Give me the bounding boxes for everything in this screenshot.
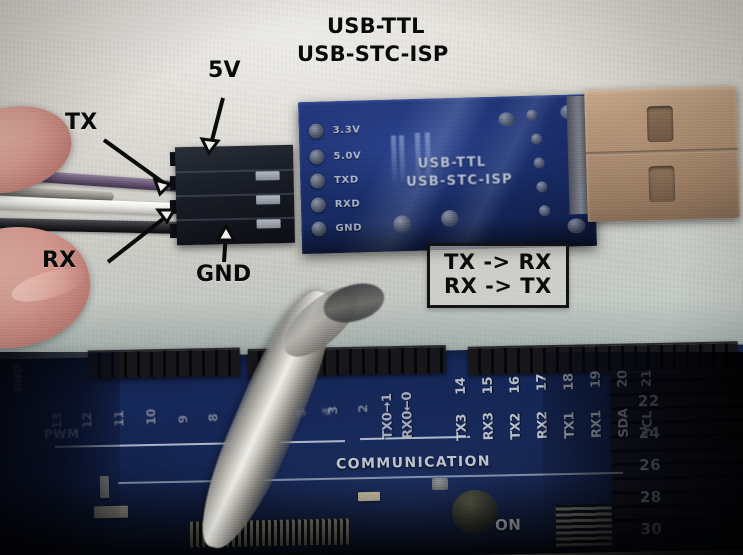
pad-label-5v: 5.0V [333, 150, 362, 163]
note-line-1: TX -> RX [444, 250, 552, 274]
pin-number: 3 [326, 406, 341, 415]
pad-label-rxd: RXD [334, 198, 361, 211]
pin-number: 10 [144, 409, 159, 426]
pin-rx0: RX0←0 [399, 391, 416, 440]
usb-notch-top [646, 105, 674, 143]
housing-window [255, 171, 280, 181]
pad-label-3v3: 3.3V [332, 124, 361, 137]
usb-shell-seam [585, 147, 738, 157]
label-tx: TX [65, 110, 98, 135]
pin-number: 9 [176, 415, 191, 424]
communication-silkscreen-label: COMMUNICATION [335, 453, 492, 473]
title-line-2: USB-STC-ISP [297, 42, 449, 66]
usb-a-connector [584, 85, 740, 223]
pin-tx3: TX3 [454, 413, 470, 441]
label-rx: RX [42, 248, 77, 273]
pin-tx3-number: 14 [453, 377, 470, 395]
pin-number: 2 [356, 404, 371, 413]
label-gnd: GND [196, 262, 252, 287]
board-silkscreen-usb-ttl: USB-TTL [417, 154, 487, 172]
pin-tx2-number: 16 [507, 376, 524, 394]
tx-rx-swap-note: TX -> RX RX -> TX [427, 243, 569, 309]
pin-tx2: TX2 [508, 412, 524, 440]
label-5v: 5V [208, 58, 241, 83]
dupont-connector-housing [174, 144, 296, 246]
pin-number: 8 [206, 413, 221, 422]
usb-ttl-adapter-board: 3.3V 5.0V TXD RXD GND USB-TTL USB-STC-IS… [297, 93, 598, 255]
title-line-1: USB-TTL [327, 14, 425, 38]
pin-rx3-number: 15 [480, 376, 497, 395]
note-line-2: RX -> TX [444, 273, 552, 298]
arduino-bottom-shadow [0, 480, 743, 555]
usb-notch-bottom [648, 165, 676, 203]
housing-window [256, 219, 281, 229]
pad-label-txd: TXD [333, 174, 359, 187]
housing-window [256, 195, 281, 205]
board-silkscreen-usb-stc-isp: USB-STC-ISP [406, 172, 514, 191]
pin-rx3: RX3 [481, 412, 497, 441]
pin-tx0: TX0→1 [379, 393, 396, 440]
